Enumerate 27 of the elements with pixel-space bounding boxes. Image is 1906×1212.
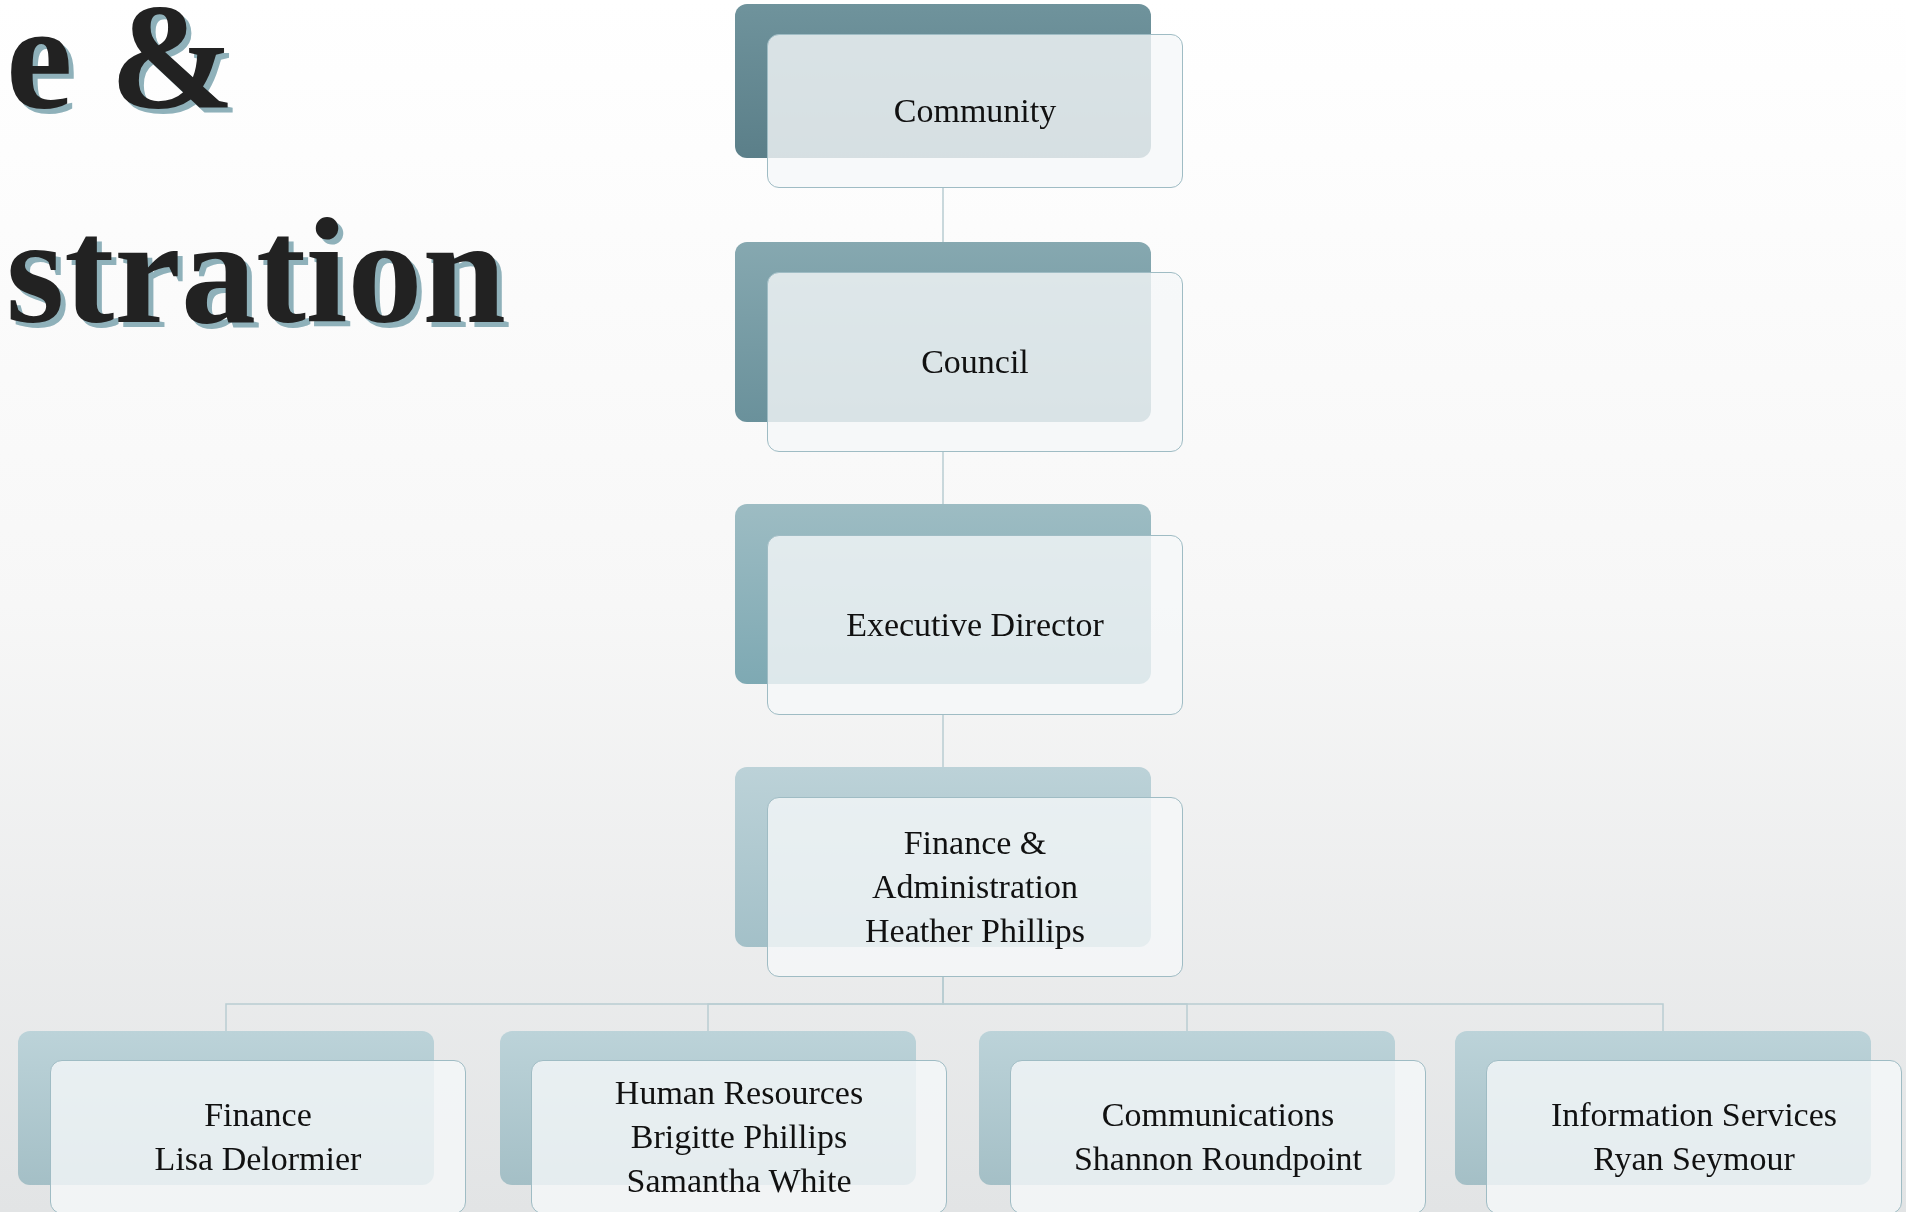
org-box	[767, 797, 1183, 977]
title-text: e &	[6, 0, 236, 132]
position-text: Brigitte Phillips	[630, 1117, 848, 1157]
org-box	[1486, 1060, 1902, 1212]
position-text: Human Resources	[614, 1073, 864, 1113]
title-text: stration	[6, 196, 506, 346]
position-text: Heather Phillips	[865, 911, 1085, 951]
position-text: Finance & Administration	[871, 823, 1079, 907]
position-text: Information Services	[1550, 1095, 1838, 1135]
position-text: Finance	[204, 1095, 312, 1135]
position-text: Communications	[1101, 1095, 1335, 1135]
position-text: Executive Director	[846, 605, 1104, 645]
org-box	[1010, 1060, 1426, 1212]
connector-line	[942, 187, 944, 243]
org-box	[767, 535, 1183, 715]
position-text: Shannon Roundpoint	[1073, 1139, 1363, 1179]
position-text: Community	[893, 91, 1057, 131]
position-text: Council	[921, 342, 1029, 382]
connector-line	[942, 451, 944, 505]
org-box	[767, 34, 1183, 188]
connector-line	[942, 714, 944, 768]
position-text: Ryan Seymour	[1593, 1139, 1795, 1179]
org-box	[767, 272, 1183, 452]
position-text: Samantha White	[626, 1161, 852, 1201]
position-text: Lisa Delormier	[154, 1139, 362, 1179]
org-box	[531, 1060, 947, 1212]
org-box	[50, 1060, 466, 1212]
